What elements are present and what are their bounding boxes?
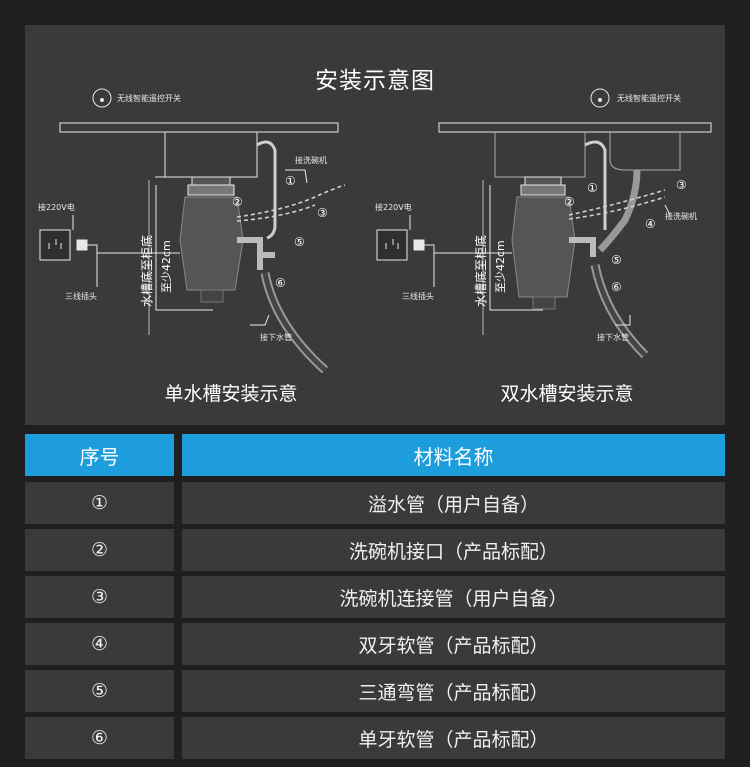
single-marker-3: ③ [317, 206, 328, 220]
single-marker-2: ② [232, 195, 243, 209]
double-plug-label: 三线插头 [402, 291, 434, 301]
double-power-label: 接220V电 [375, 202, 412, 212]
single-plug-label: 三线插头 [65, 291, 97, 301]
double-sink-diagram [376, 88, 712, 359]
double-height-line1: 水槽底至柜底 [473, 235, 488, 307]
table-row-5-name: 三通弯管（产品标配） [182, 670, 725, 712]
table-row-4-name: 双牙软管（产品标配） [182, 623, 725, 665]
single-height-line1: 水槽底至柜底 [139, 235, 154, 307]
single-marker-5: ⑤ [294, 235, 305, 249]
installation-diagram: 无线智能遥控开关 接220V电 三线插头 接洗碗机 接下水管 水槽底至柜底 至少… [38, 88, 712, 374]
disposer-body [511, 196, 576, 298]
table-row-4-no: ④ [25, 623, 174, 665]
installation-diagram-panel: 安装示意图 [25, 25, 725, 425]
single-power-label: 接220V电 [38, 202, 75, 212]
power-socket-icon [376, 229, 408, 261]
power-socket-icon [39, 229, 71, 261]
table-row-2-name: 洗碗机接口（产品标配） [182, 529, 725, 571]
single-dishwasher-label: 接洗碗机 [295, 155, 327, 165]
table-row-5-no: ⑤ [25, 670, 174, 712]
countertop [59, 122, 339, 133]
remote-switch-icon [92, 88, 112, 108]
disposer-body [179, 196, 244, 291]
table-row-1-no: ① [25, 482, 174, 524]
double-drain-label: 接下水管 [597, 332, 629, 342]
remote-switch-icon [590, 88, 610, 108]
single-remote-switch-label: 无线智能遥控开关 [117, 93, 181, 103]
sink-basin [164, 132, 258, 178]
single-sink-caption: 单水槽安装示意 [164, 383, 298, 405]
double-marker-3: ③ [676, 178, 687, 192]
double-marker-4: ④ [645, 217, 656, 231]
panel-title: 安装示意图 [315, 68, 435, 94]
single-drain-label: 接下水管 [260, 332, 292, 342]
double-marker-2: ② [564, 195, 575, 209]
plug-icon [76, 239, 88, 251]
countertop [438, 122, 712, 133]
double-sink-caption: 双水槽安装示意 [500, 383, 634, 405]
table-row-3-name: 洗碗机连接管（用户自备） [182, 576, 725, 618]
double-marker-6: ⑥ [611, 280, 622, 294]
table-row-6-no: ⑥ [25, 717, 174, 759]
double-marker-1: ① [587, 181, 598, 195]
table-header-no: 序号 [25, 434, 174, 476]
double-height-line2: 至少42cm [494, 240, 507, 293]
double-dishwasher-label: 接洗碗机 [665, 211, 697, 221]
table-header-name: 材料名称 [182, 434, 725, 476]
double-marker-5: ⑤ [611, 253, 622, 267]
single-marker-1: ① [285, 174, 296, 188]
table-row-1-name: 溢水管（用户自备） [182, 482, 725, 524]
single-marker-6: ⑥ [275, 276, 286, 290]
plug-icon [413, 239, 425, 251]
table-row-3-no: ③ [25, 576, 174, 618]
table-row-6-name: 单牙软管（产品标配） [182, 717, 725, 759]
table-row-2-no: ② [25, 529, 174, 571]
single-height-line2: 至少42cm [160, 240, 173, 293]
single-sink-diagram [39, 88, 346, 374]
double-remote-switch-label: 无线智能遥控开关 [617, 93, 681, 103]
